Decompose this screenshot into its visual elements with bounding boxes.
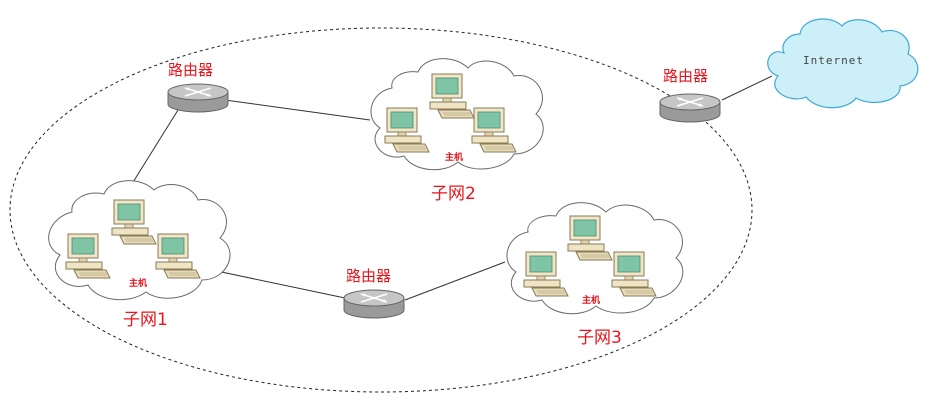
internet-label: Internet [803,54,864,67]
router-right [659,93,721,123]
link-router-right-internet [721,75,773,101]
subnet2-label: 子网2 [431,184,476,204]
internet-cloud [767,18,919,109]
router-left-label: 路由器 [168,61,214,79]
network-boundary [9,27,753,393]
router-right-label: 路由器 [663,67,709,85]
router-bottom-label: 路由器 [346,267,392,285]
subnet1-host-label: 主机 [129,279,148,289]
subnet3-host-label: 主机 [582,296,601,306]
router-bottom [343,289,405,319]
link-subnet1-router-bottom [211,269,346,299]
subnet2-host-label: 主机 [445,153,464,163]
link-router-bottom-subnet3 [404,261,506,301]
subnet3-label: 子网3 [577,328,622,348]
link-router-left-subnet2 [224,99,371,121]
router-left [167,83,229,113]
subnet1-label: 子网1 [123,310,168,330]
